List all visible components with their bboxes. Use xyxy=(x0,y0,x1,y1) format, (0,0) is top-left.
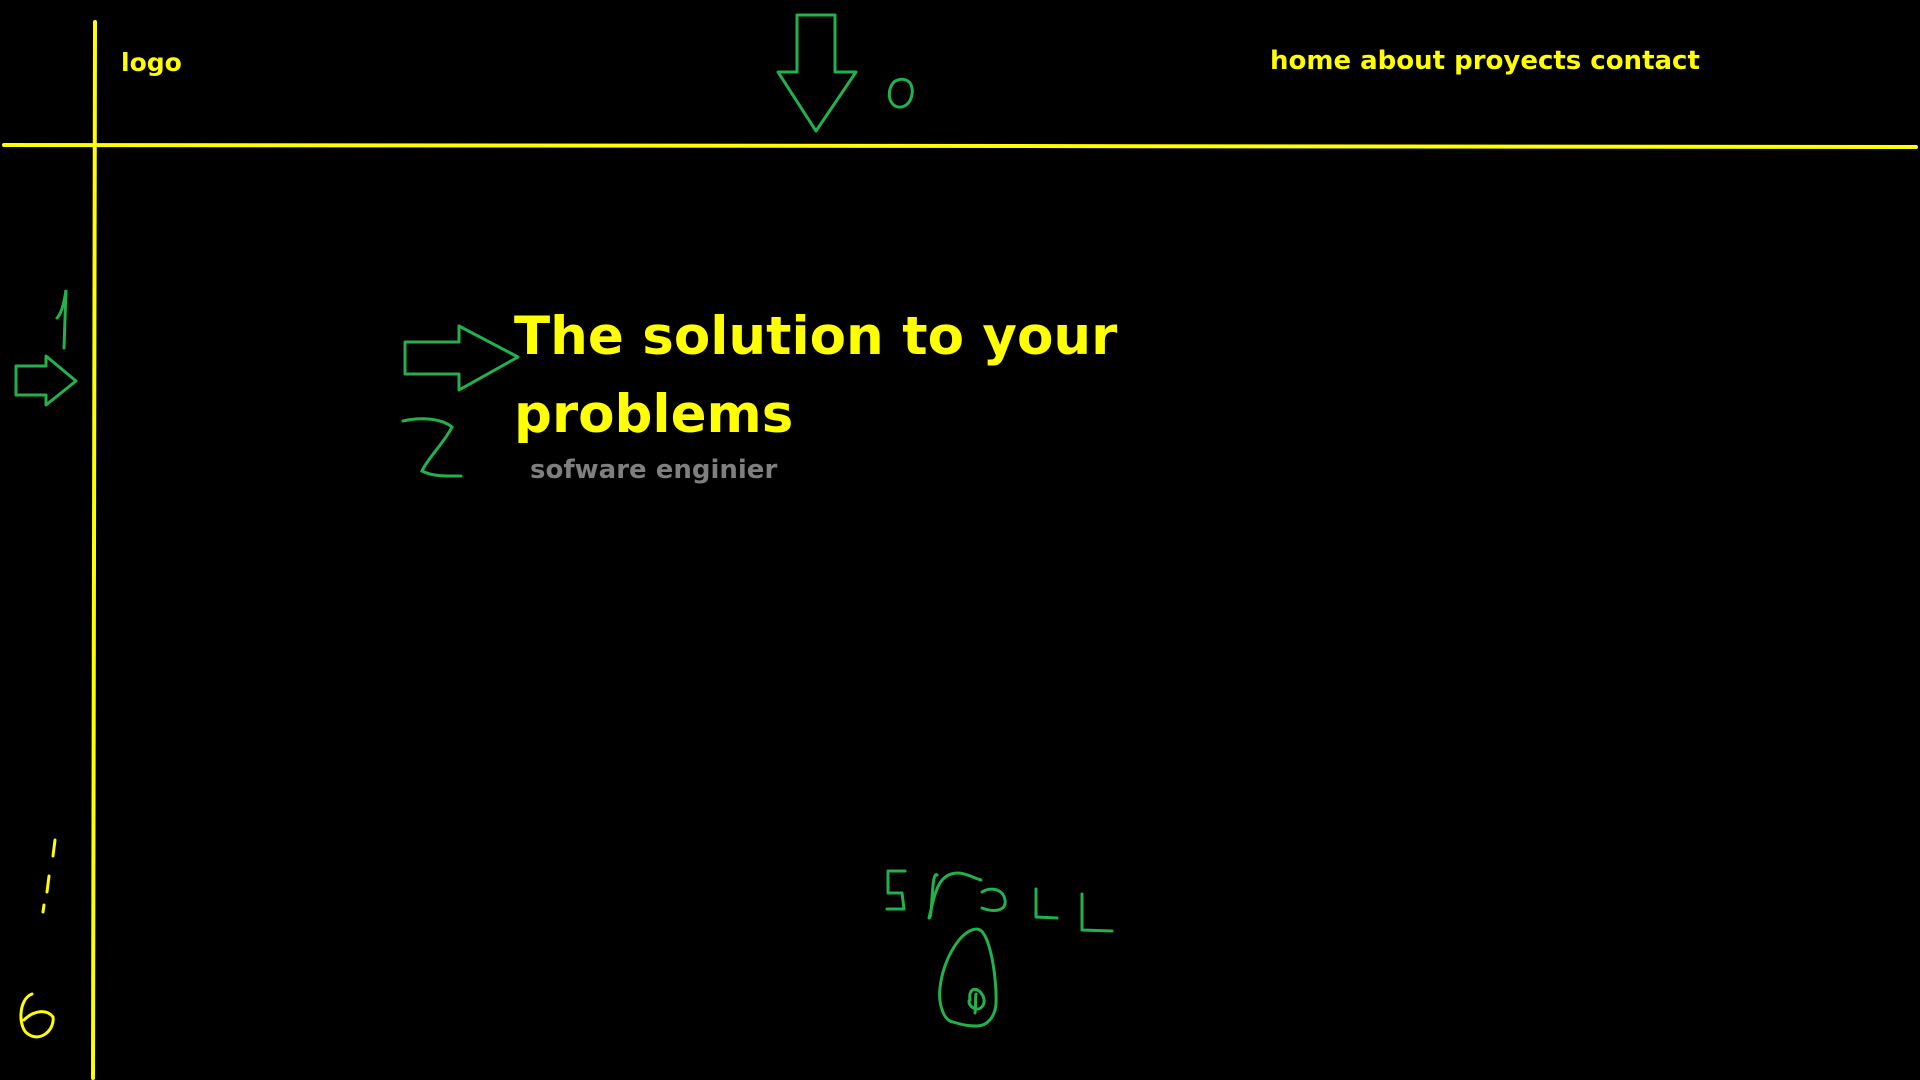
nav-link-contact[interactable]: contact xyxy=(1590,46,1700,76)
main-nav: home about proyects contact xyxy=(1270,46,1700,76)
sketch-number-2 xyxy=(401,417,463,478)
sketch-number-1 xyxy=(55,289,68,350)
down-arrow-icon xyxy=(776,13,858,133)
hero-title: The solution to your problems xyxy=(514,306,1118,445)
right-arrow-icon xyxy=(403,324,520,392)
nav-link-home[interactable]: home xyxy=(1270,46,1352,76)
mouse-wheel-icon xyxy=(967,987,986,1015)
header-divider-line xyxy=(2,143,1918,149)
nav-link-about[interactable]: about xyxy=(1360,46,1446,76)
nav-link-proyects[interactable]: proyects xyxy=(1454,46,1582,76)
continuation-marks xyxy=(41,838,57,914)
sketch-number-6 xyxy=(19,992,55,1039)
hero-subtitle: sofware enginier xyxy=(530,455,778,485)
scroll-hint xyxy=(885,869,1114,933)
logo[interactable]: logo xyxy=(121,48,182,77)
sidebar-divider-line xyxy=(91,20,97,1080)
right-arrow-icon xyxy=(14,354,78,407)
mouse-icon xyxy=(938,927,998,1028)
sketch-number-0 xyxy=(887,77,914,109)
